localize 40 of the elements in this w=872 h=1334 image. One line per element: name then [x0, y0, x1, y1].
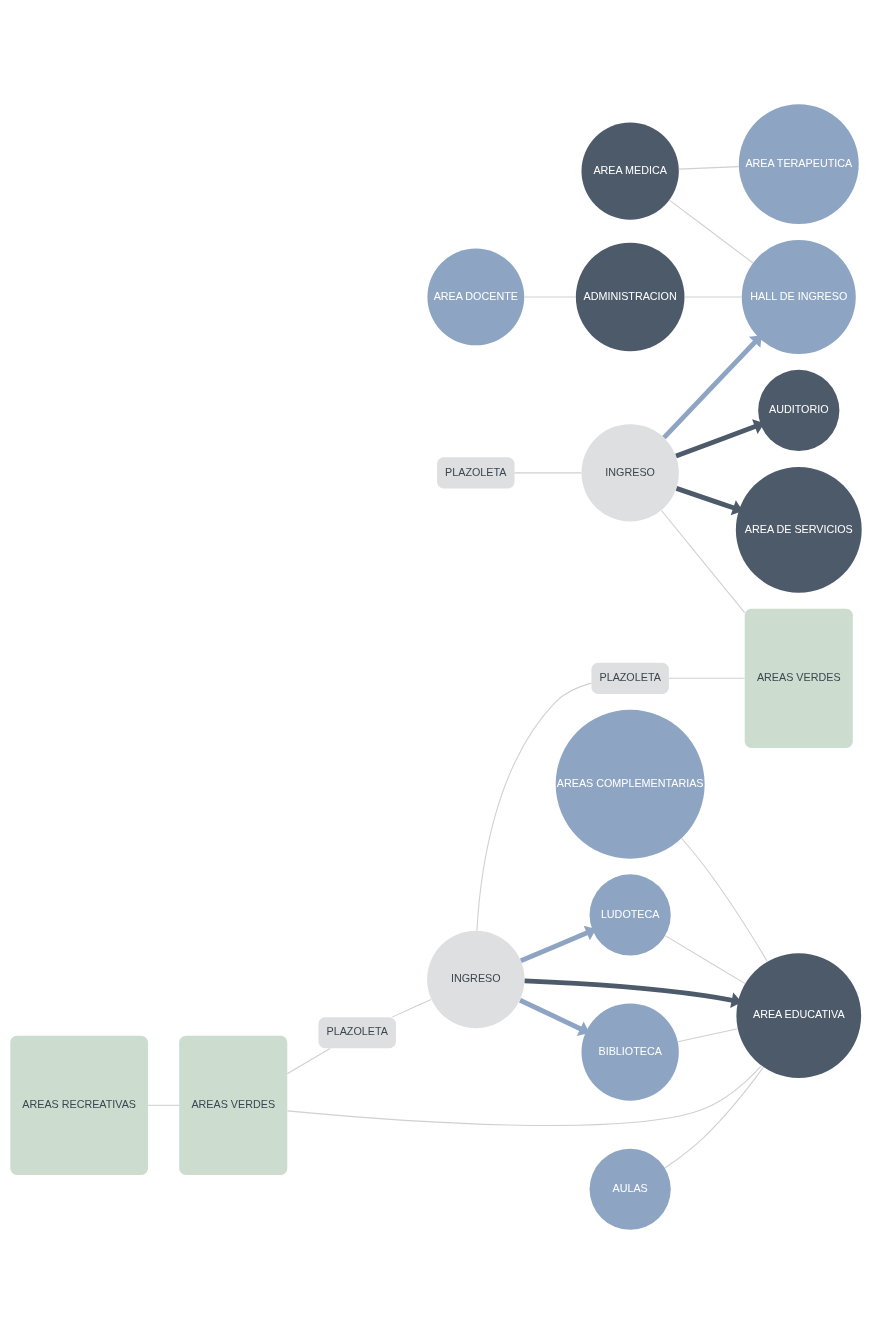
node-box: PLAZOLETA [591, 662, 669, 694]
arrow [662, 335, 762, 440]
connector [286, 1065, 763, 1127]
node-box: AREAS VERDES [179, 1035, 288, 1175]
connector [391, 998, 432, 1018]
node-circle: HALL DE INGRESO [741, 239, 856, 354]
connector [664, 935, 746, 985]
node-circle: INGRESO [581, 424, 679, 522]
connector [147, 1104, 180, 1106]
connector [678, 166, 740, 170]
connector [660, 509, 746, 614]
node-circle: ADMINISTRACION [575, 242, 685, 352]
connector [664, 1066, 765, 1169]
node-box: AREAS RECREATIVAS [10, 1035, 148, 1175]
arrow [519, 925, 597, 963]
node-circle: AREA MEDICA [581, 122, 679, 220]
connector [514, 472, 582, 474]
node-box: AREAS VERDES [744, 608, 853, 748]
node-circle: AREA TERAPEUTICA [738, 104, 859, 225]
node-box: PLAZOLETA [318, 1017, 396, 1049]
connector [668, 199, 754, 264]
node-box: PLAZOLETA [437, 457, 515, 489]
node-circle: AREA DOCENTE [427, 248, 525, 346]
arrow [519, 998, 590, 1036]
connector [668, 677, 746, 679]
node-circle: AREA EDUCATIVA [736, 953, 862, 1078]
node-circle: AUDITORIO [758, 369, 840, 452]
arrow [675, 419, 765, 459]
connector [476, 682, 592, 932]
connector [677, 1028, 739, 1043]
connector [286, 1047, 331, 1075]
node-circle: AULAS [589, 1148, 671, 1230]
node-circle: AREA DE SERVICIOS [735, 466, 862, 593]
connector [681, 837, 768, 962]
arrow [524, 978, 742, 1008]
arrow [675, 486, 743, 516]
node-circle: INGRESO [427, 930, 525, 1029]
node-circle: LUDOTECA [589, 874, 671, 956]
node-circle: BIBLIOTECA [581, 1003, 679, 1101]
node-circle: AREAS COMPLEMENTARIAS [555, 709, 705, 859]
